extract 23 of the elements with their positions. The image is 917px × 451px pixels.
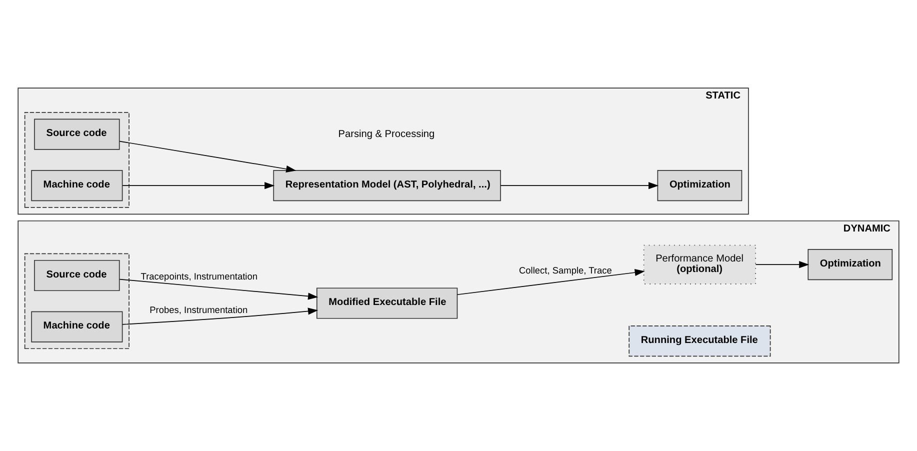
node-box: Optimization [808, 249, 893, 280]
arrow [456, 269, 645, 296]
arrow [122, 308, 318, 325]
cluster [24, 253, 130, 350]
edge-label: Collect, Sample, Trace [519, 266, 612, 276]
node-box: Optimization [657, 170, 742, 202]
node-box: Running Executable File [628, 326, 771, 357]
node-box: Machine code [31, 311, 123, 342]
edge-label: Probes, Instrumentation [150, 305, 248, 316]
arrow [500, 182, 659, 190]
node-box: Machine code [31, 170, 123, 202]
node-box: Source code [34, 260, 120, 292]
arrow [755, 261, 810, 268]
arrow [119, 140, 296, 172]
edge-label: Tracepoints, Instrumentation [140, 272, 258, 282]
cluster [24, 112, 130, 208]
arrow [119, 278, 318, 300]
node-box: Representation Model (AST, Polyhedral, ...) [273, 170, 501, 202]
arrow [122, 182, 275, 190]
node-box: Source code [34, 118, 120, 150]
node-box: Performance Model (optional) [643, 244, 756, 284]
node-box: Modified Executable File [316, 288, 458, 319]
label: Parsing & Processing [338, 128, 435, 140]
